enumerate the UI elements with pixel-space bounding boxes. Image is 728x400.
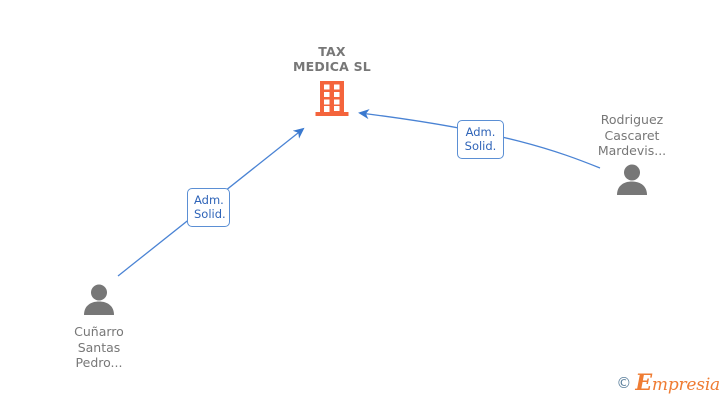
relation-label-right[interactable]: Adm. Solid. [457,120,504,159]
building-icon [315,81,349,121]
relation-label-left[interactable]: Adm. Solid. [187,188,230,227]
brand-wordmark: Empresia [635,372,720,394]
company-title: TAX MEDICA SL [293,44,371,74]
company-node[interactable]: TAX MEDICA SL [252,44,412,121]
person-icon [24,283,174,319]
person-left-label: Cuñarro Santas Pedro... [74,324,124,370]
brand-initial: E [635,370,652,396]
brand-rest: mpresia [651,375,720,395]
person-icon [557,163,707,199]
copyright-icon: © [616,373,632,392]
person-node-right[interactable]: Rodriguez Cascaret Mardevis... [557,112,707,199]
person-node-left[interactable]: Cuñarro Santas Pedro... [24,283,174,371]
watermark: © Empresia [616,372,720,394]
person-right-label: Rodriguez Cascaret Mardevis... [597,112,667,158]
